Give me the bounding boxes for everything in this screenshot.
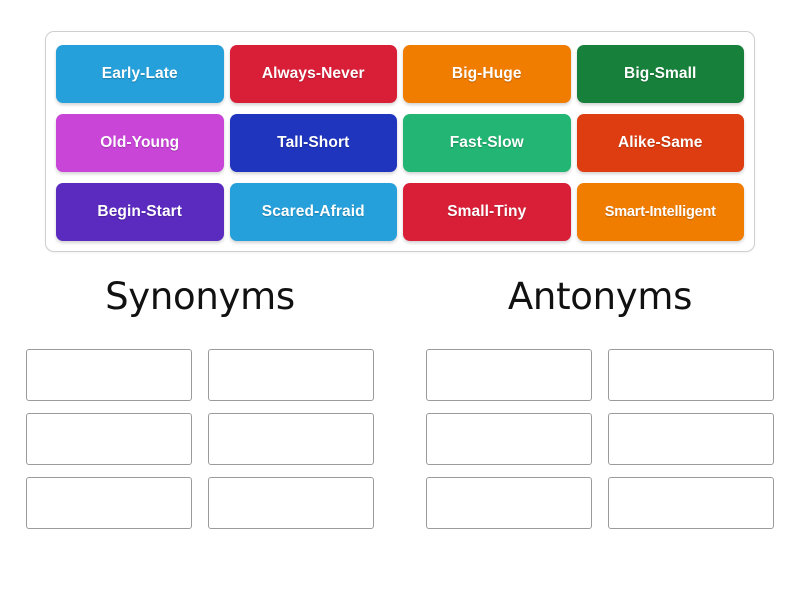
tile-cell: Scared-Afraid [227,178,401,246]
category-areas: Synonyms Antonyms [0,278,800,529]
word-tile-tray: Early-Late Always-Never Big-Huge Big-Sma… [45,31,755,252]
drop-slot[interactable] [26,477,192,529]
drop-slot[interactable] [608,349,774,401]
tile-cell: Big-Huge [400,40,574,108]
word-tile[interactable]: Old-Young [56,114,224,172]
word-tile[interactable]: Big-Huge [403,45,571,103]
drop-slot[interactable] [426,349,592,401]
word-tile[interactable]: Scared-Afraid [229,183,397,241]
drop-slot[interactable] [608,413,774,465]
word-tile[interactable]: Begin-Start [56,183,224,241]
drop-slot[interactable] [426,413,592,465]
tile-cell: Fast-Slow [400,109,574,177]
drop-slot[interactable] [26,349,192,401]
tile-cell: Smart-Intelligent [574,178,748,246]
tile-cell: Always-Never [227,40,401,108]
drop-slot[interactable] [26,413,192,465]
category-synonyms: Synonyms [0,278,400,529]
category-title: Synonyms [105,275,295,318]
drop-slot[interactable] [608,477,774,529]
word-tile[interactable]: Smart-Intelligent [576,183,744,241]
word-tile[interactable]: Always-Never [229,45,397,103]
word-tile[interactable]: Small-Tiny [403,183,571,241]
drop-slot[interactable] [208,349,374,401]
drop-slot-grid [400,349,800,529]
tile-cell: Small-Tiny [400,178,574,246]
tile-cell: Big-Small [574,40,748,108]
drop-slot[interactable] [426,477,592,529]
tile-cell: Old-Young [53,109,227,177]
tile-row: Early-Late Always-Never Big-Huge Big-Sma… [53,40,747,108]
tile-cell: Begin-Start [53,178,227,246]
word-tile[interactable]: Tall-Short [229,114,397,172]
word-tile[interactable]: Big-Small [576,45,744,103]
tile-cell: Alike-Same [574,109,748,177]
tile-row: Begin-Start Scared-Afraid Small-Tiny Sma… [53,178,747,246]
word-tile[interactable]: Fast-Slow [403,114,571,172]
category-antonyms: Antonyms [400,278,800,529]
drop-slot-grid [0,349,400,529]
category-title: Antonyms [507,275,693,318]
tile-cell: Tall-Short [227,109,401,177]
tile-cell: Early-Late [53,40,227,108]
drop-slot[interactable] [208,477,374,529]
drop-slot[interactable] [208,413,374,465]
tile-row: Old-Young Tall-Short Fast-Slow Alike-Sam… [53,109,747,177]
word-tile[interactable]: Alike-Same [576,114,744,172]
word-tile[interactable]: Early-Late [56,45,224,103]
